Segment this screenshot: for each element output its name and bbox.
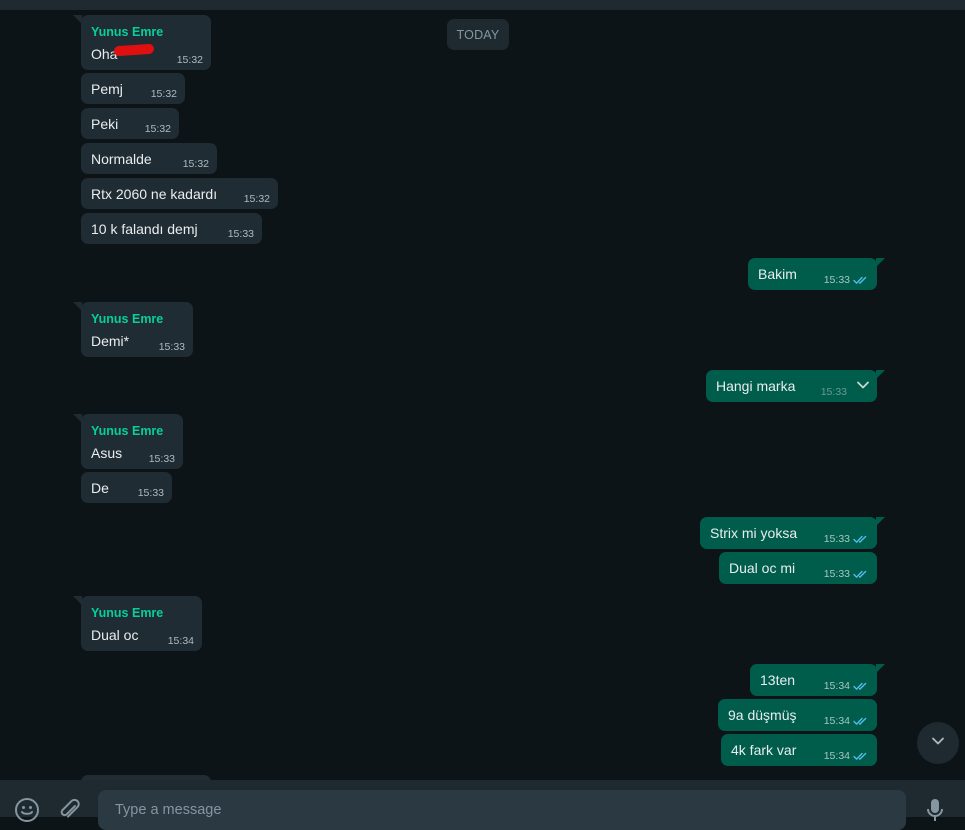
scroll-to-bottom-button[interactable] bbox=[917, 722, 959, 764]
message-time: 15:33 bbox=[823, 533, 850, 545]
message-text: Strix mi yoksa bbox=[710, 525, 798, 541]
message-time: 15:33 bbox=[820, 386, 847, 398]
emoji-icon[interactable] bbox=[14, 797, 40, 828]
message-time: 15:32 bbox=[144, 123, 171, 135]
message-time: 15:32 bbox=[243, 193, 270, 205]
incoming-message[interactable]: Rtx 2060 ne kadardı 15:32 bbox=[81, 178, 278, 209]
chevron-down-icon bbox=[930, 733, 946, 754]
message-time: 15:32 bbox=[176, 54, 203, 66]
message-text: Dual oc bbox=[91, 627, 139, 643]
message-time: 15:34 bbox=[167, 635, 194, 647]
sender-name: Yunus Emre bbox=[91, 424, 164, 438]
message-text: Demi* bbox=[91, 333, 130, 349]
message-text: 4k fark var bbox=[731, 742, 797, 758]
message-text: Bakim bbox=[758, 266, 797, 282]
message-input[interactable] bbox=[98, 790, 906, 830]
incoming-message-partial bbox=[81, 775, 211, 780]
message-time: 15:33 bbox=[158, 341, 185, 353]
double-check-icon bbox=[853, 534, 869, 544]
incoming-message[interactable]: Yunus Emre Dual oc 15:34 bbox=[73, 596, 202, 651]
message-time: 15:33 bbox=[148, 453, 175, 465]
message-time: 15:33 bbox=[823, 568, 850, 580]
double-check-icon bbox=[853, 751, 869, 761]
top-bar bbox=[0, 0, 965, 10]
outgoing-message[interactable]: 4k fark var 15:34 bbox=[721, 734, 877, 766]
message-text: 9a düşmüş bbox=[728, 707, 797, 723]
message-text: Peki bbox=[91, 116, 119, 132]
message-composer bbox=[0, 780, 965, 830]
message-menu-chevron-icon[interactable] bbox=[855, 377, 871, 398]
outgoing-message[interactable]: Hangi marka 15:33 bbox=[706, 370, 885, 402]
chat-panel[interactable]: TODAY Yunus Emre Oha 15:32 Pemj 15:32 Pe… bbox=[0, 10, 965, 780]
message-text: Normalde bbox=[91, 151, 152, 167]
incoming-message[interactable]: Pemj 15:32 bbox=[81, 73, 185, 104]
double-check-icon bbox=[853, 681, 869, 691]
double-check-icon bbox=[853, 569, 869, 579]
outgoing-message[interactable]: Strix mi yoksa 15:33 bbox=[700, 517, 885, 549]
message-text: Oha bbox=[91, 46, 118, 62]
message-text: Dual oc mi bbox=[729, 560, 796, 576]
message-time: 15:32 bbox=[150, 88, 177, 100]
incoming-message[interactable]: Yunus Emre Oha 15:32 bbox=[73, 15, 211, 70]
message-time: 15:32 bbox=[182, 158, 209, 170]
incoming-message[interactable]: Yunus Emre Demi* 15:33 bbox=[73, 302, 193, 357]
incoming-message[interactable]: Peki 15:32 bbox=[81, 108, 179, 139]
message-time: 15:34 bbox=[823, 715, 850, 727]
message-time: 15:34 bbox=[823, 750, 850, 762]
message-text: Pemj bbox=[91, 81, 123, 97]
message-time: 15:33 bbox=[227, 228, 254, 240]
outgoing-message[interactable]: 9a düşmüş 15:34 bbox=[718, 699, 877, 731]
message-text: 13ten bbox=[760, 672, 796, 688]
paperclip-icon[interactable] bbox=[56, 797, 82, 828]
incoming-message[interactable]: 10 k falandı demj 15:33 bbox=[81, 213, 262, 244]
redaction-mark bbox=[113, 43, 155, 57]
incoming-message[interactable]: De 15:33 bbox=[81, 472, 172, 503]
message-text: De bbox=[91, 480, 109, 496]
outgoing-message[interactable]: Bakim 15:33 bbox=[748, 258, 885, 290]
date-divider: TODAY bbox=[447, 19, 509, 50]
message-time: 15:33 bbox=[137, 487, 164, 499]
sender-name: Yunus Emre bbox=[91, 25, 164, 39]
microphone-icon[interactable] bbox=[925, 798, 945, 827]
message-text: 10 k falandı demj bbox=[91, 221, 198, 237]
message-time: 15:33 bbox=[823, 274, 850, 286]
double-check-icon bbox=[853, 716, 869, 726]
message-text: Rtx 2060 ne kadardı bbox=[91, 186, 218, 202]
sender-name: Yunus Emre bbox=[91, 606, 164, 620]
sender-name: Yunus Emre bbox=[91, 312, 164, 326]
incoming-message[interactable]: Yunus Emre Asus 15:33 bbox=[73, 414, 183, 469]
outgoing-message[interactable]: Dual oc mi 15:33 bbox=[719, 552, 877, 584]
message-text: Asus bbox=[91, 445, 123, 461]
outgoing-message[interactable]: 13ten 15:34 bbox=[750, 664, 885, 696]
double-check-icon bbox=[853, 275, 869, 285]
message-text: Hangi marka bbox=[716, 378, 796, 394]
message-time: 15:34 bbox=[823, 680, 850, 692]
incoming-message[interactable]: Normalde 15:32 bbox=[81, 143, 217, 174]
